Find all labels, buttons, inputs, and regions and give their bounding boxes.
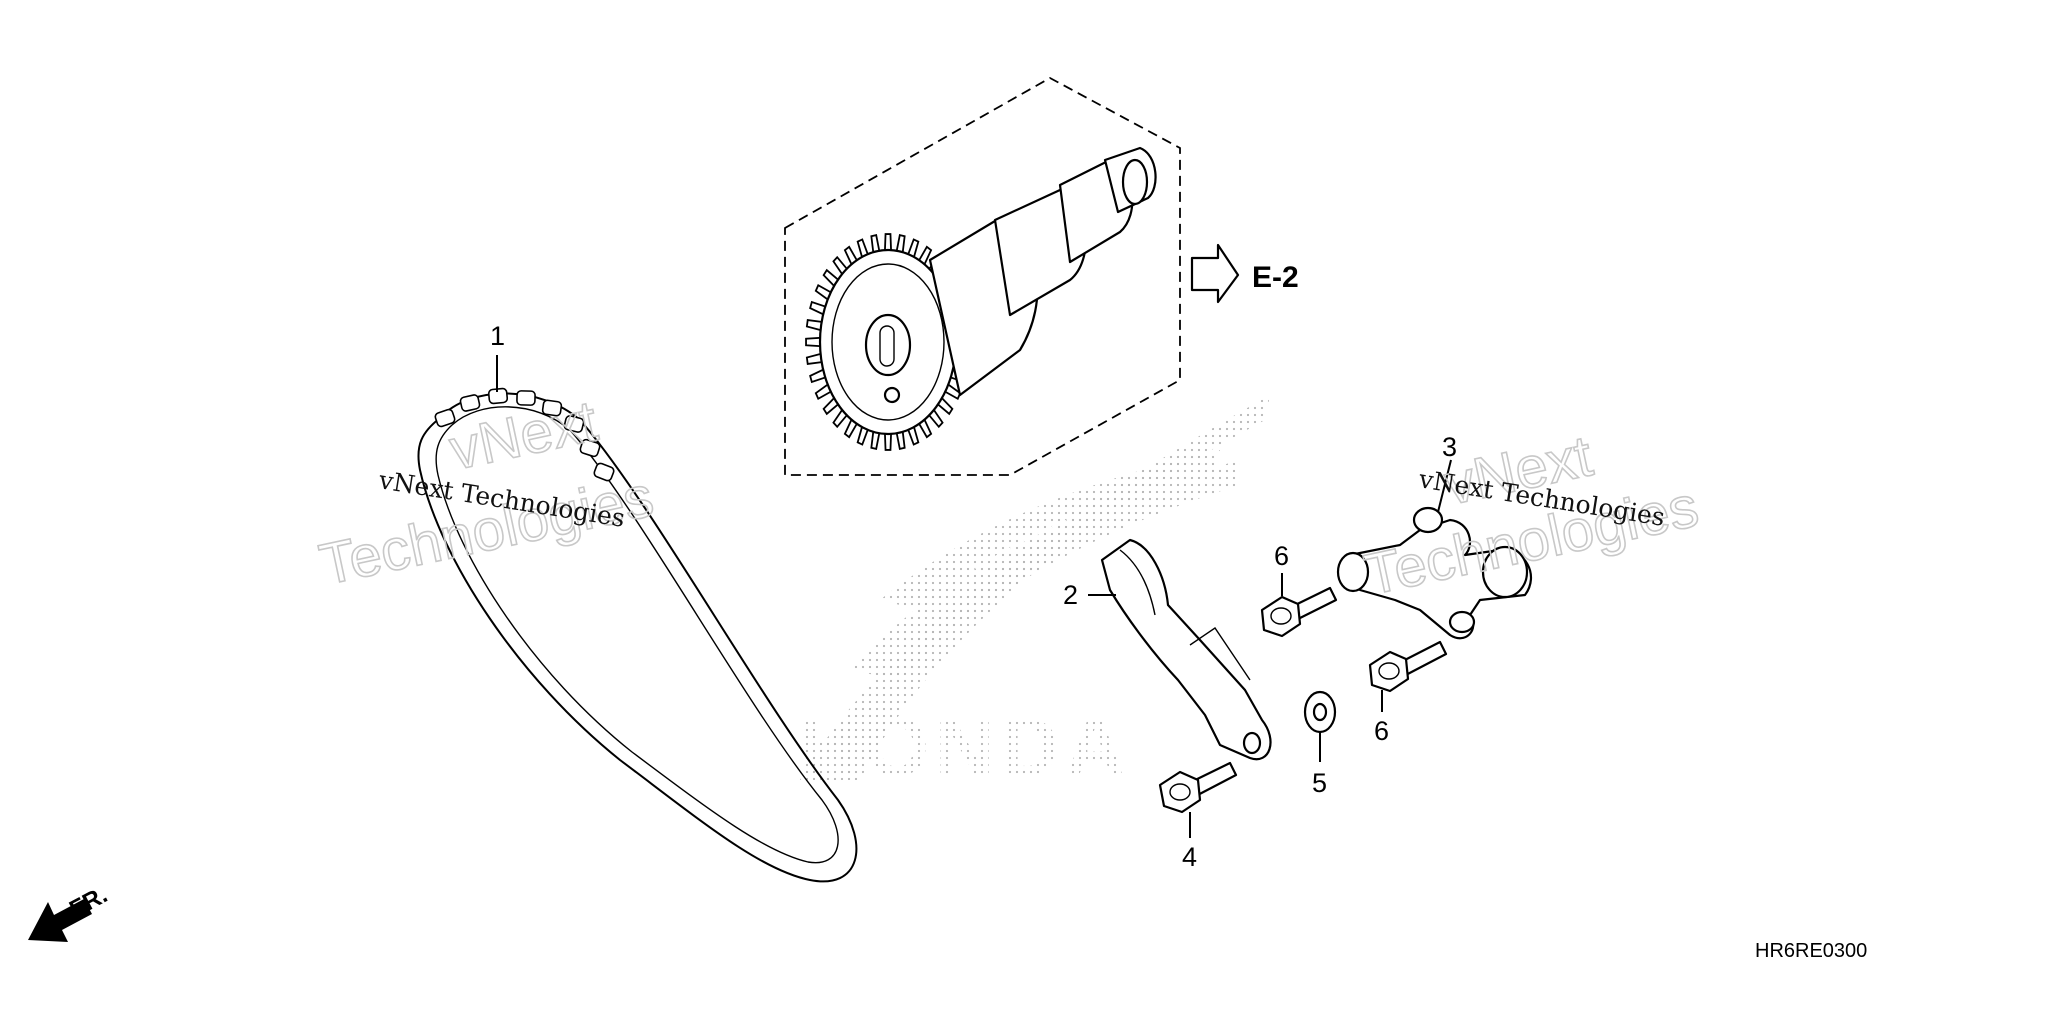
- bolt-part-6-lower: [1368, 640, 1448, 693]
- tensioner-slider: [1100, 538, 1272, 761]
- svg-text:HONDA: HONDA: [800, 702, 1131, 793]
- camshaft-sprocket: [805, 146, 1157, 451]
- bolt-part-6-upper: [1260, 586, 1338, 638]
- callout-6-lower: 6: [1374, 716, 1389, 746]
- callout-5: 5: [1312, 768, 1327, 798]
- callout-4: 4: [1182, 842, 1197, 872]
- washer-part-5: [1303, 690, 1337, 734]
- drawing-code: HR6RE0300: [1755, 940, 1867, 962]
- callout-3: 3: [1442, 432, 1457, 462]
- camshaft-group-outline: [784, 76, 1181, 476]
- callout-1: 1: [490, 321, 505, 351]
- bolt-part-4: [1158, 761, 1238, 814]
- callout-6-upper: 6: [1274, 541, 1289, 571]
- reference-arrow: [1190, 243, 1240, 304]
- honda-wing-emblem: HONDA: [800, 395, 1270, 793]
- tensioner-lifter: [1336, 506, 1532, 640]
- cam-chain: [417, 387, 858, 883]
- leader-lines: [496, 355, 1452, 838]
- watermark-left: vNext Technologies vNext Technologies: [313, 388, 659, 599]
- front-direction-arrow: [28, 899, 92, 942]
- reference-label: E-2: [1252, 261, 1299, 294]
- callout-2: 2: [1063, 580, 1078, 610]
